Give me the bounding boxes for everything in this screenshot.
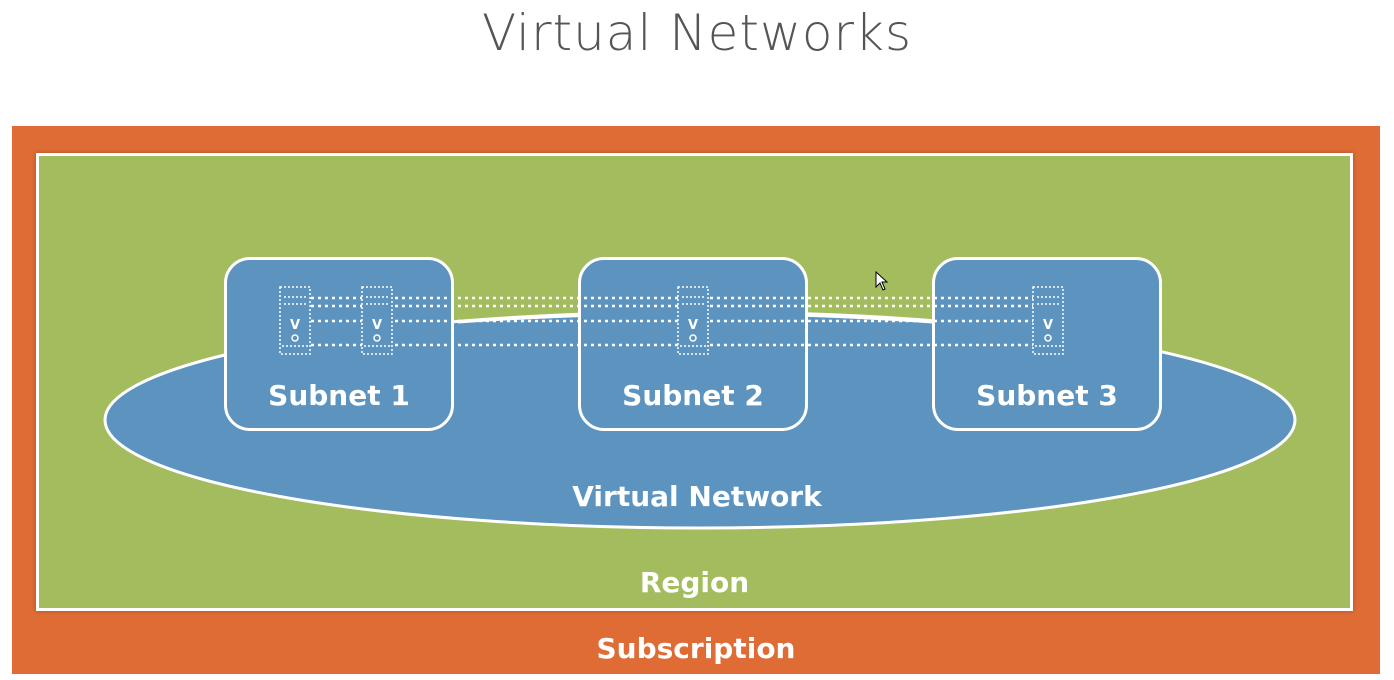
subnet-3: Subnet 3 (932, 257, 1162, 431)
subnet-2-label: Subnet 2 (622, 379, 764, 412)
subnet-1-label: Subnet 1 (268, 379, 410, 412)
subscription-label: Subscription (596, 632, 796, 665)
region-label: Region (639, 566, 750, 599)
mouse-cursor-icon (875, 271, 889, 291)
virtual-network-label: Virtual Network (572, 480, 822, 513)
slide-title: Virtual Networks (481, 4, 913, 62)
subnet-1: Subnet 1 (224, 257, 454, 431)
subnet-2: Subnet 2 (578, 257, 808, 431)
subnet-3-label: Subnet 3 (976, 379, 1118, 412)
